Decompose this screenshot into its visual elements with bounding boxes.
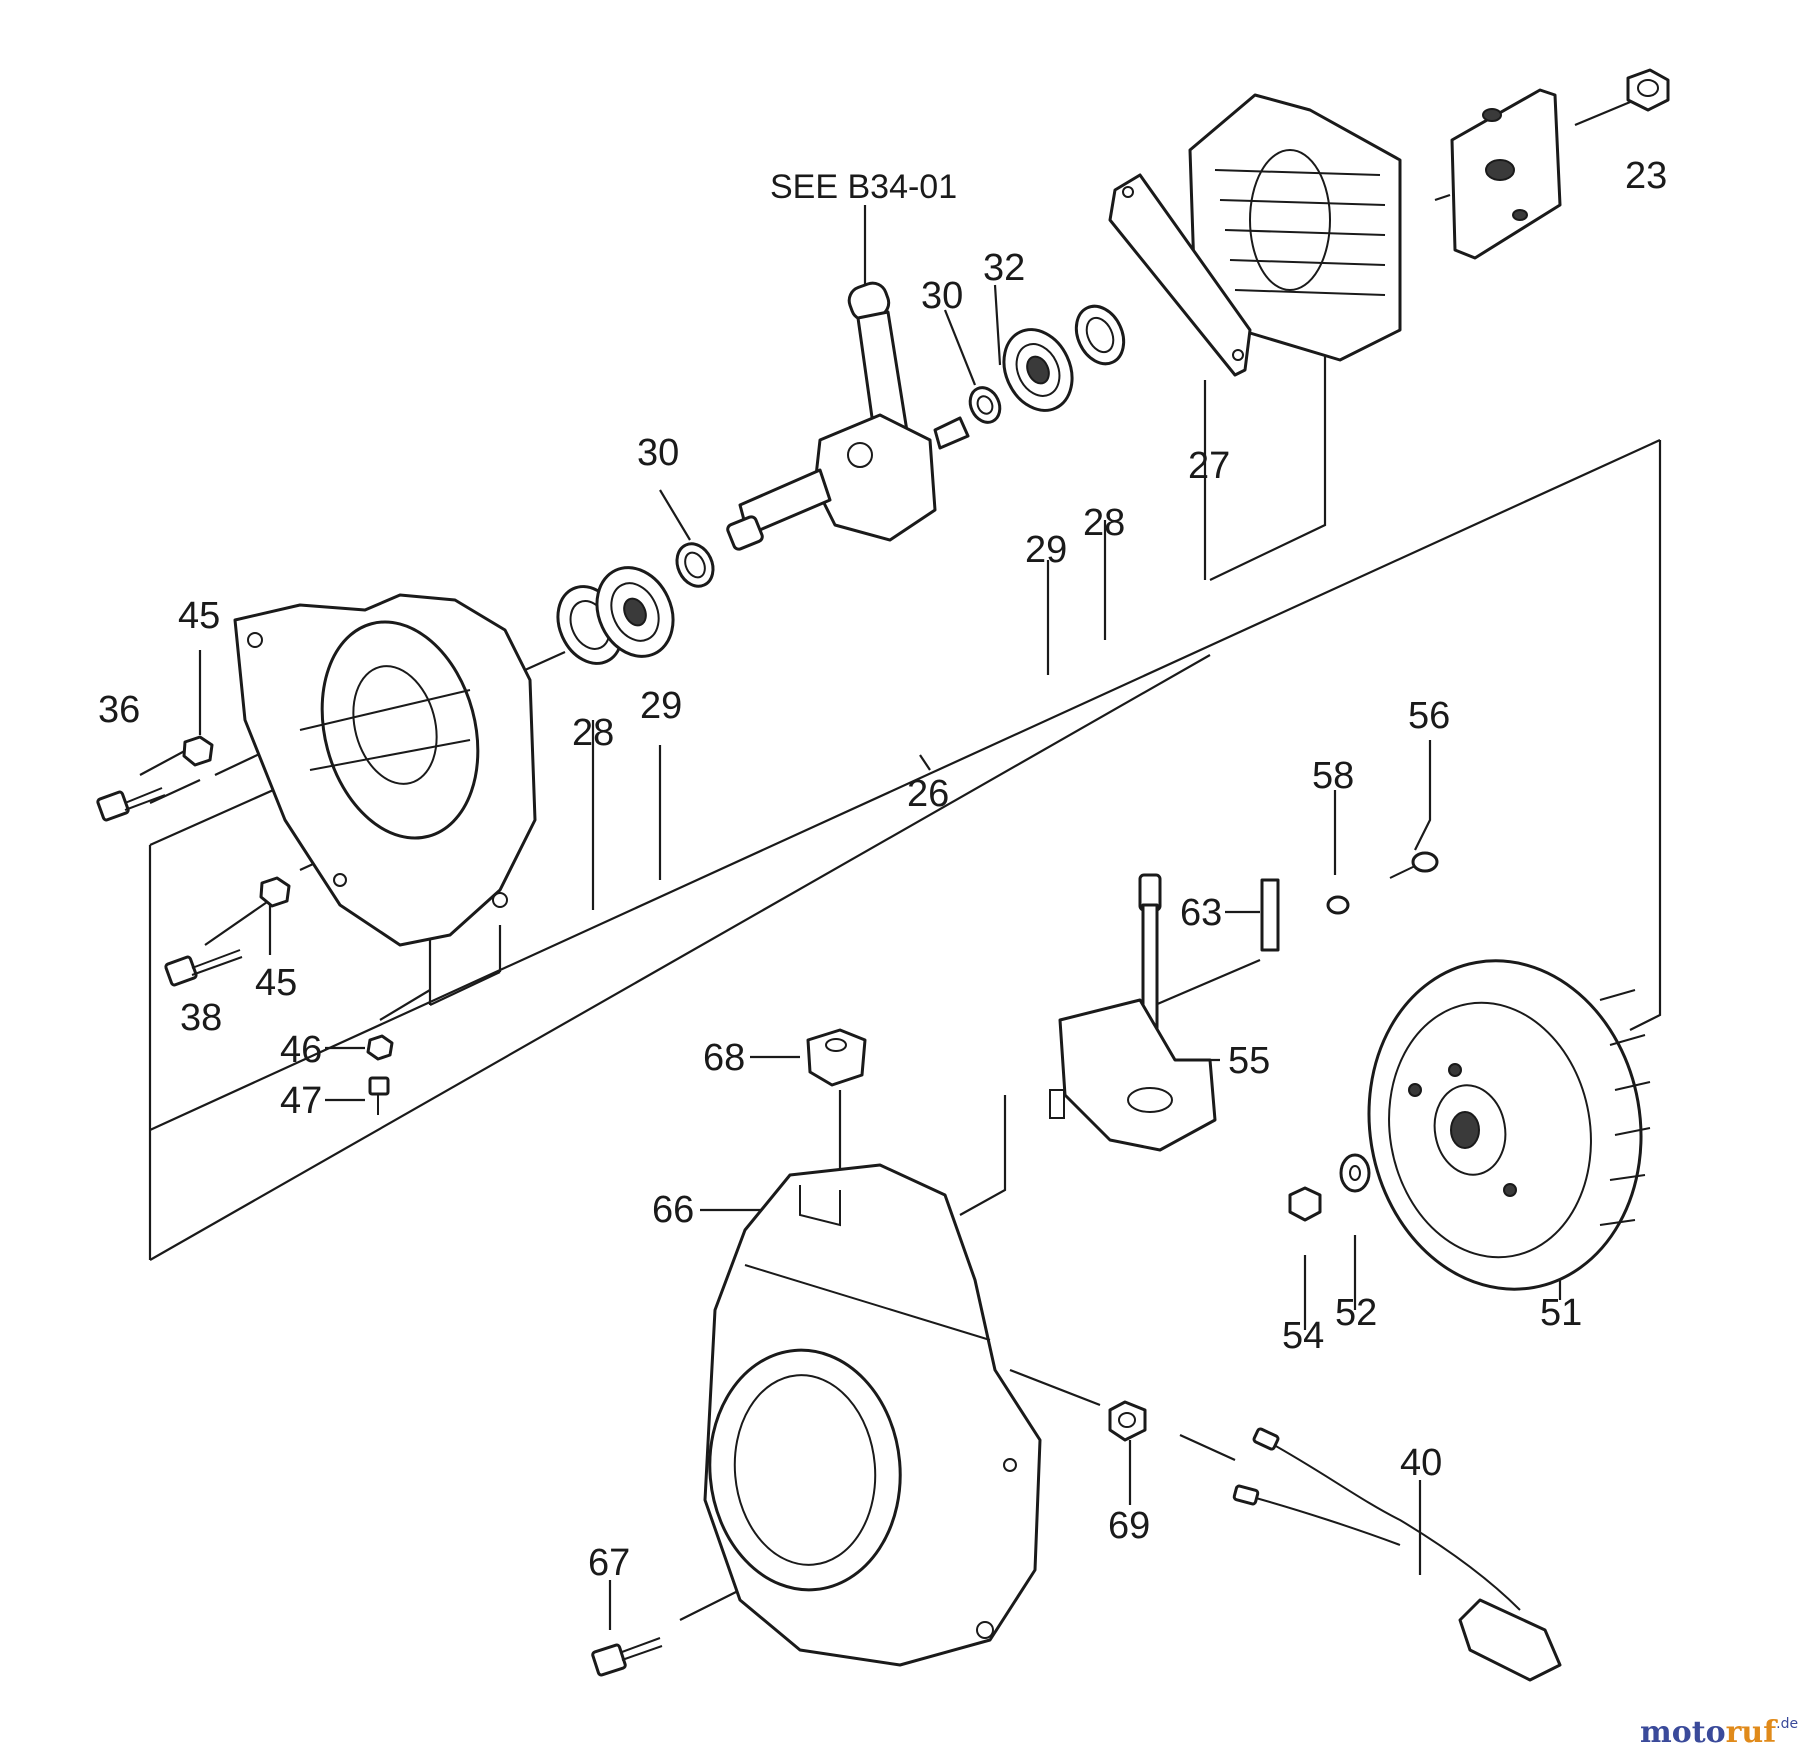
label-26: 26 xyxy=(907,773,949,815)
label-55: 55 xyxy=(1228,1040,1270,1082)
part-23-nut-icon xyxy=(1626,68,1670,112)
svg-text:motoruf.de: motoruf.de xyxy=(1640,1715,1798,1750)
label-47: 47 xyxy=(280,1080,322,1122)
part-68-grommet-icon xyxy=(806,1028,867,1087)
part-labels: SEE B34-01 23 27 32 30 28 29 30 45 36 28… xyxy=(98,155,1667,1584)
label-54: 54 xyxy=(1282,1315,1324,1357)
crankcase-half-icon xyxy=(233,593,537,947)
label-52: 52 xyxy=(1335,1292,1377,1334)
label-51: 51 xyxy=(1540,1292,1582,1334)
label-36: 36 xyxy=(98,689,140,731)
watermark-logo: motoruf.de xyxy=(1640,1715,1798,1750)
label-58: 58 xyxy=(1312,755,1354,797)
label-27: 27 xyxy=(1188,445,1230,487)
label-69: 69 xyxy=(1108,1505,1150,1547)
parts-52-54-icon xyxy=(1288,1153,1371,1222)
label-45-lower: 45 xyxy=(255,962,297,1004)
part-40-wire-harness-icon xyxy=(1232,1427,1562,1682)
label-30-upper: 30 xyxy=(921,275,963,317)
label-38: 38 xyxy=(180,997,222,1039)
parts-46-47-icon xyxy=(366,1034,394,1115)
label-68: 68 xyxy=(703,1037,745,1079)
label-32: 32 xyxy=(983,247,1025,289)
upper-bearings-icon xyxy=(968,304,1126,424)
part-55-ignition-coil-icon xyxy=(1049,873,1217,1152)
part-66-fan-housing-icon xyxy=(703,1163,1042,1667)
label-45-upper: 45 xyxy=(178,595,220,637)
label-56: 56 xyxy=(1408,695,1450,737)
part-51-flywheel-icon xyxy=(1367,959,1651,1291)
lower-bearings-icon xyxy=(556,566,675,665)
label-30-lower: 30 xyxy=(637,432,679,474)
part-30-seal-icon xyxy=(675,542,715,588)
label-63: 63 xyxy=(1180,892,1222,934)
label-46: 46 xyxy=(280,1029,322,1071)
label-40: 40 xyxy=(1400,1442,1442,1484)
parts-56-58-63-icon xyxy=(1260,851,1439,952)
label-28-lower: 28 xyxy=(572,712,614,754)
label-28-upper: 28 xyxy=(1083,502,1125,544)
label-23: 23 xyxy=(1625,155,1667,197)
crankshaft-assembly-icon xyxy=(726,281,970,551)
screws-left-icon xyxy=(96,735,291,987)
label-67: 67 xyxy=(588,1542,630,1584)
label-29-upper: 29 xyxy=(1025,529,1067,571)
label-29-lower: 29 xyxy=(640,685,682,727)
reference-note-label: SEE B34-01 xyxy=(770,168,957,206)
part-69-nut-icon xyxy=(1108,1400,1147,1442)
part-67-bolt-icon xyxy=(591,1637,663,1677)
watermark-part-a: moto xyxy=(1640,1715,1726,1750)
watermark-part-b: ruf xyxy=(1726,1715,1779,1750)
cylinder-cover-icon xyxy=(1450,88,1562,260)
label-66: 66 xyxy=(652,1189,694,1231)
cylinder-block-icon xyxy=(1108,93,1402,377)
watermark-suffix: .de xyxy=(1776,1716,1798,1732)
